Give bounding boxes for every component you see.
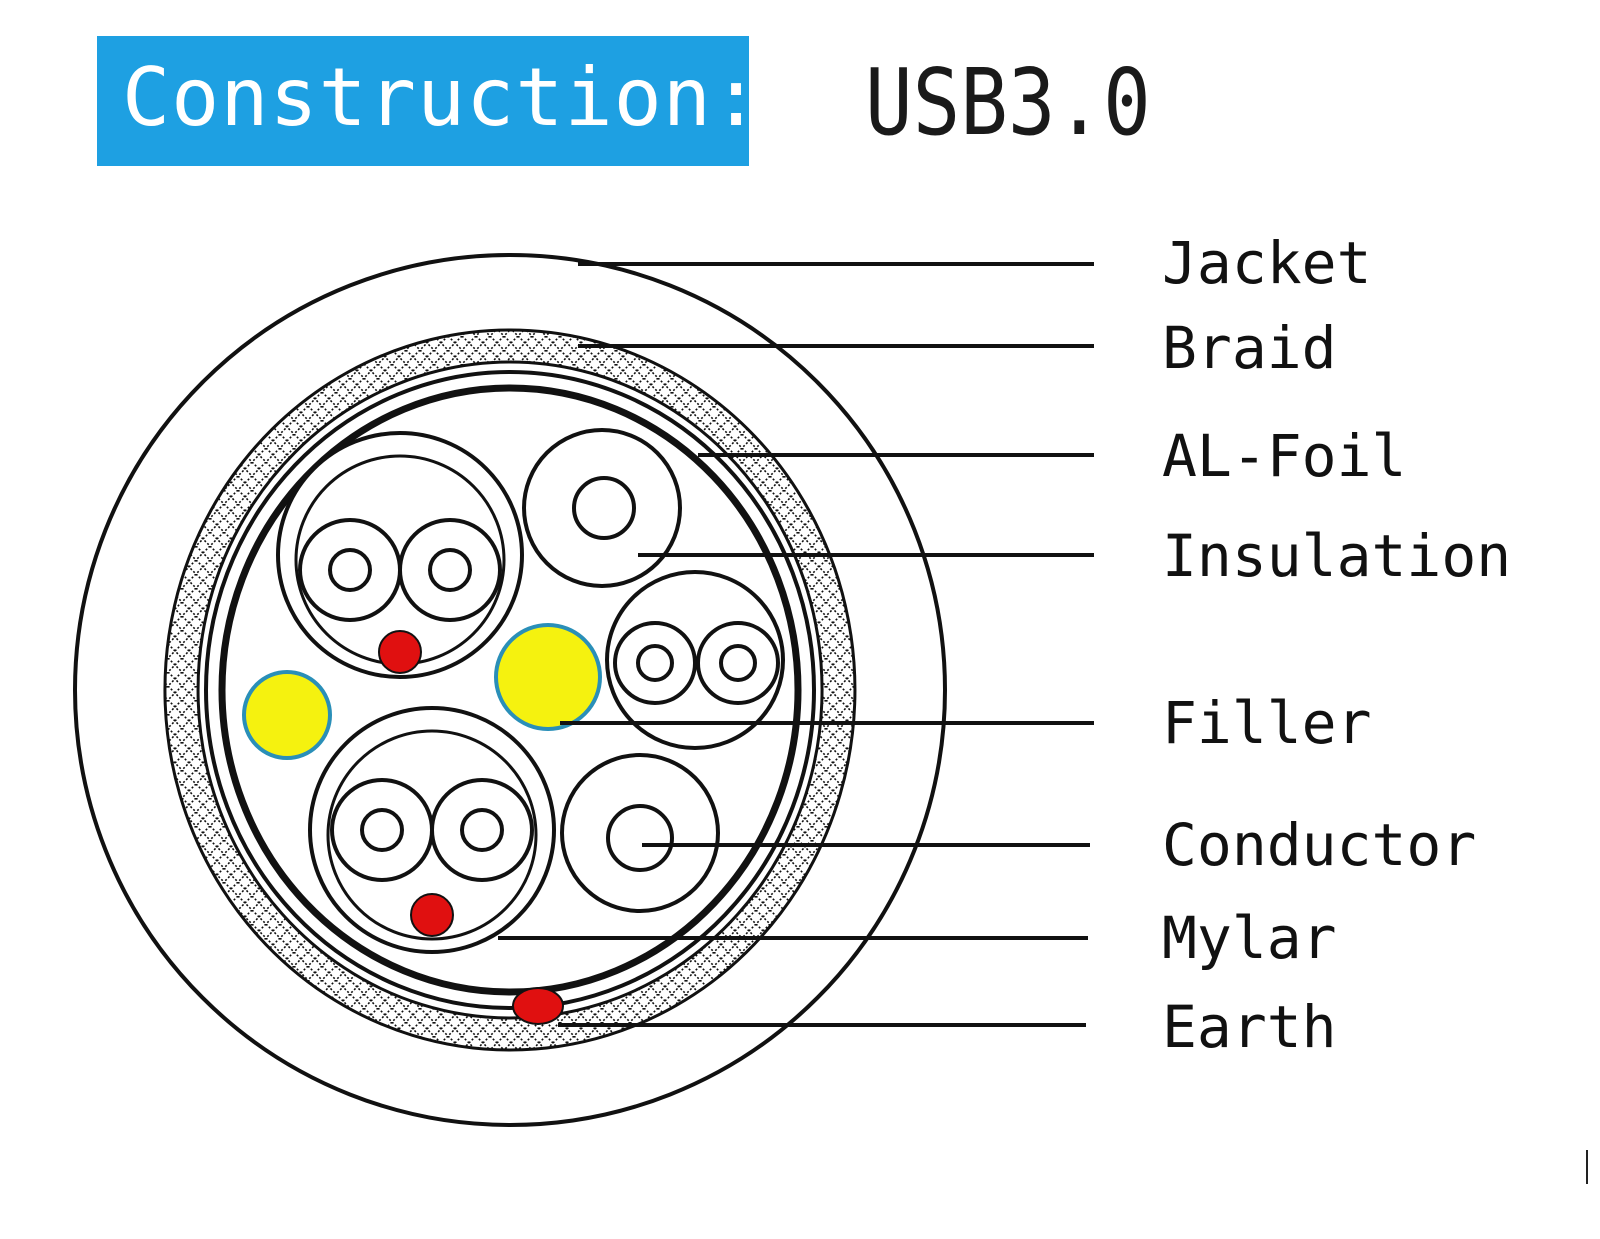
label-jacket: Jacket (1162, 229, 1372, 297)
conductor-right-a (636, 644, 674, 682)
edge-mark (1586, 1150, 1588, 1184)
conductor-bottom-single (606, 804, 674, 872)
label-conductor: Conductor (1162, 811, 1477, 879)
filler-center (494, 623, 602, 731)
conductor-bottom-left-a (360, 808, 404, 852)
earth-wire (512, 987, 564, 1025)
conductor-top-left-b (428, 548, 472, 592)
drain-wire-top-left (378, 630, 422, 674)
filler-left (242, 670, 332, 760)
label-filler: Filler (1162, 689, 1372, 757)
label-mylar: Mylar (1162, 904, 1337, 972)
label-earth: Earth (1162, 993, 1337, 1061)
label-insulation: Insulation (1162, 522, 1512, 590)
title-banner (97, 36, 749, 166)
label-al-foil: AL-Foil (1162, 422, 1407, 490)
label-braid: Braid (1162, 314, 1337, 382)
conductor-right-b (719, 644, 757, 682)
page-title: Construction: (122, 51, 762, 144)
drain-wire-bottom-left (410, 893, 454, 937)
conductor-bottom-left-b (460, 808, 504, 852)
conductor-top-left-a (328, 548, 372, 592)
braid-band (163, 328, 857, 1052)
conductor-top-single (572, 476, 636, 540)
model-name: USB3.0 (865, 49, 1151, 156)
